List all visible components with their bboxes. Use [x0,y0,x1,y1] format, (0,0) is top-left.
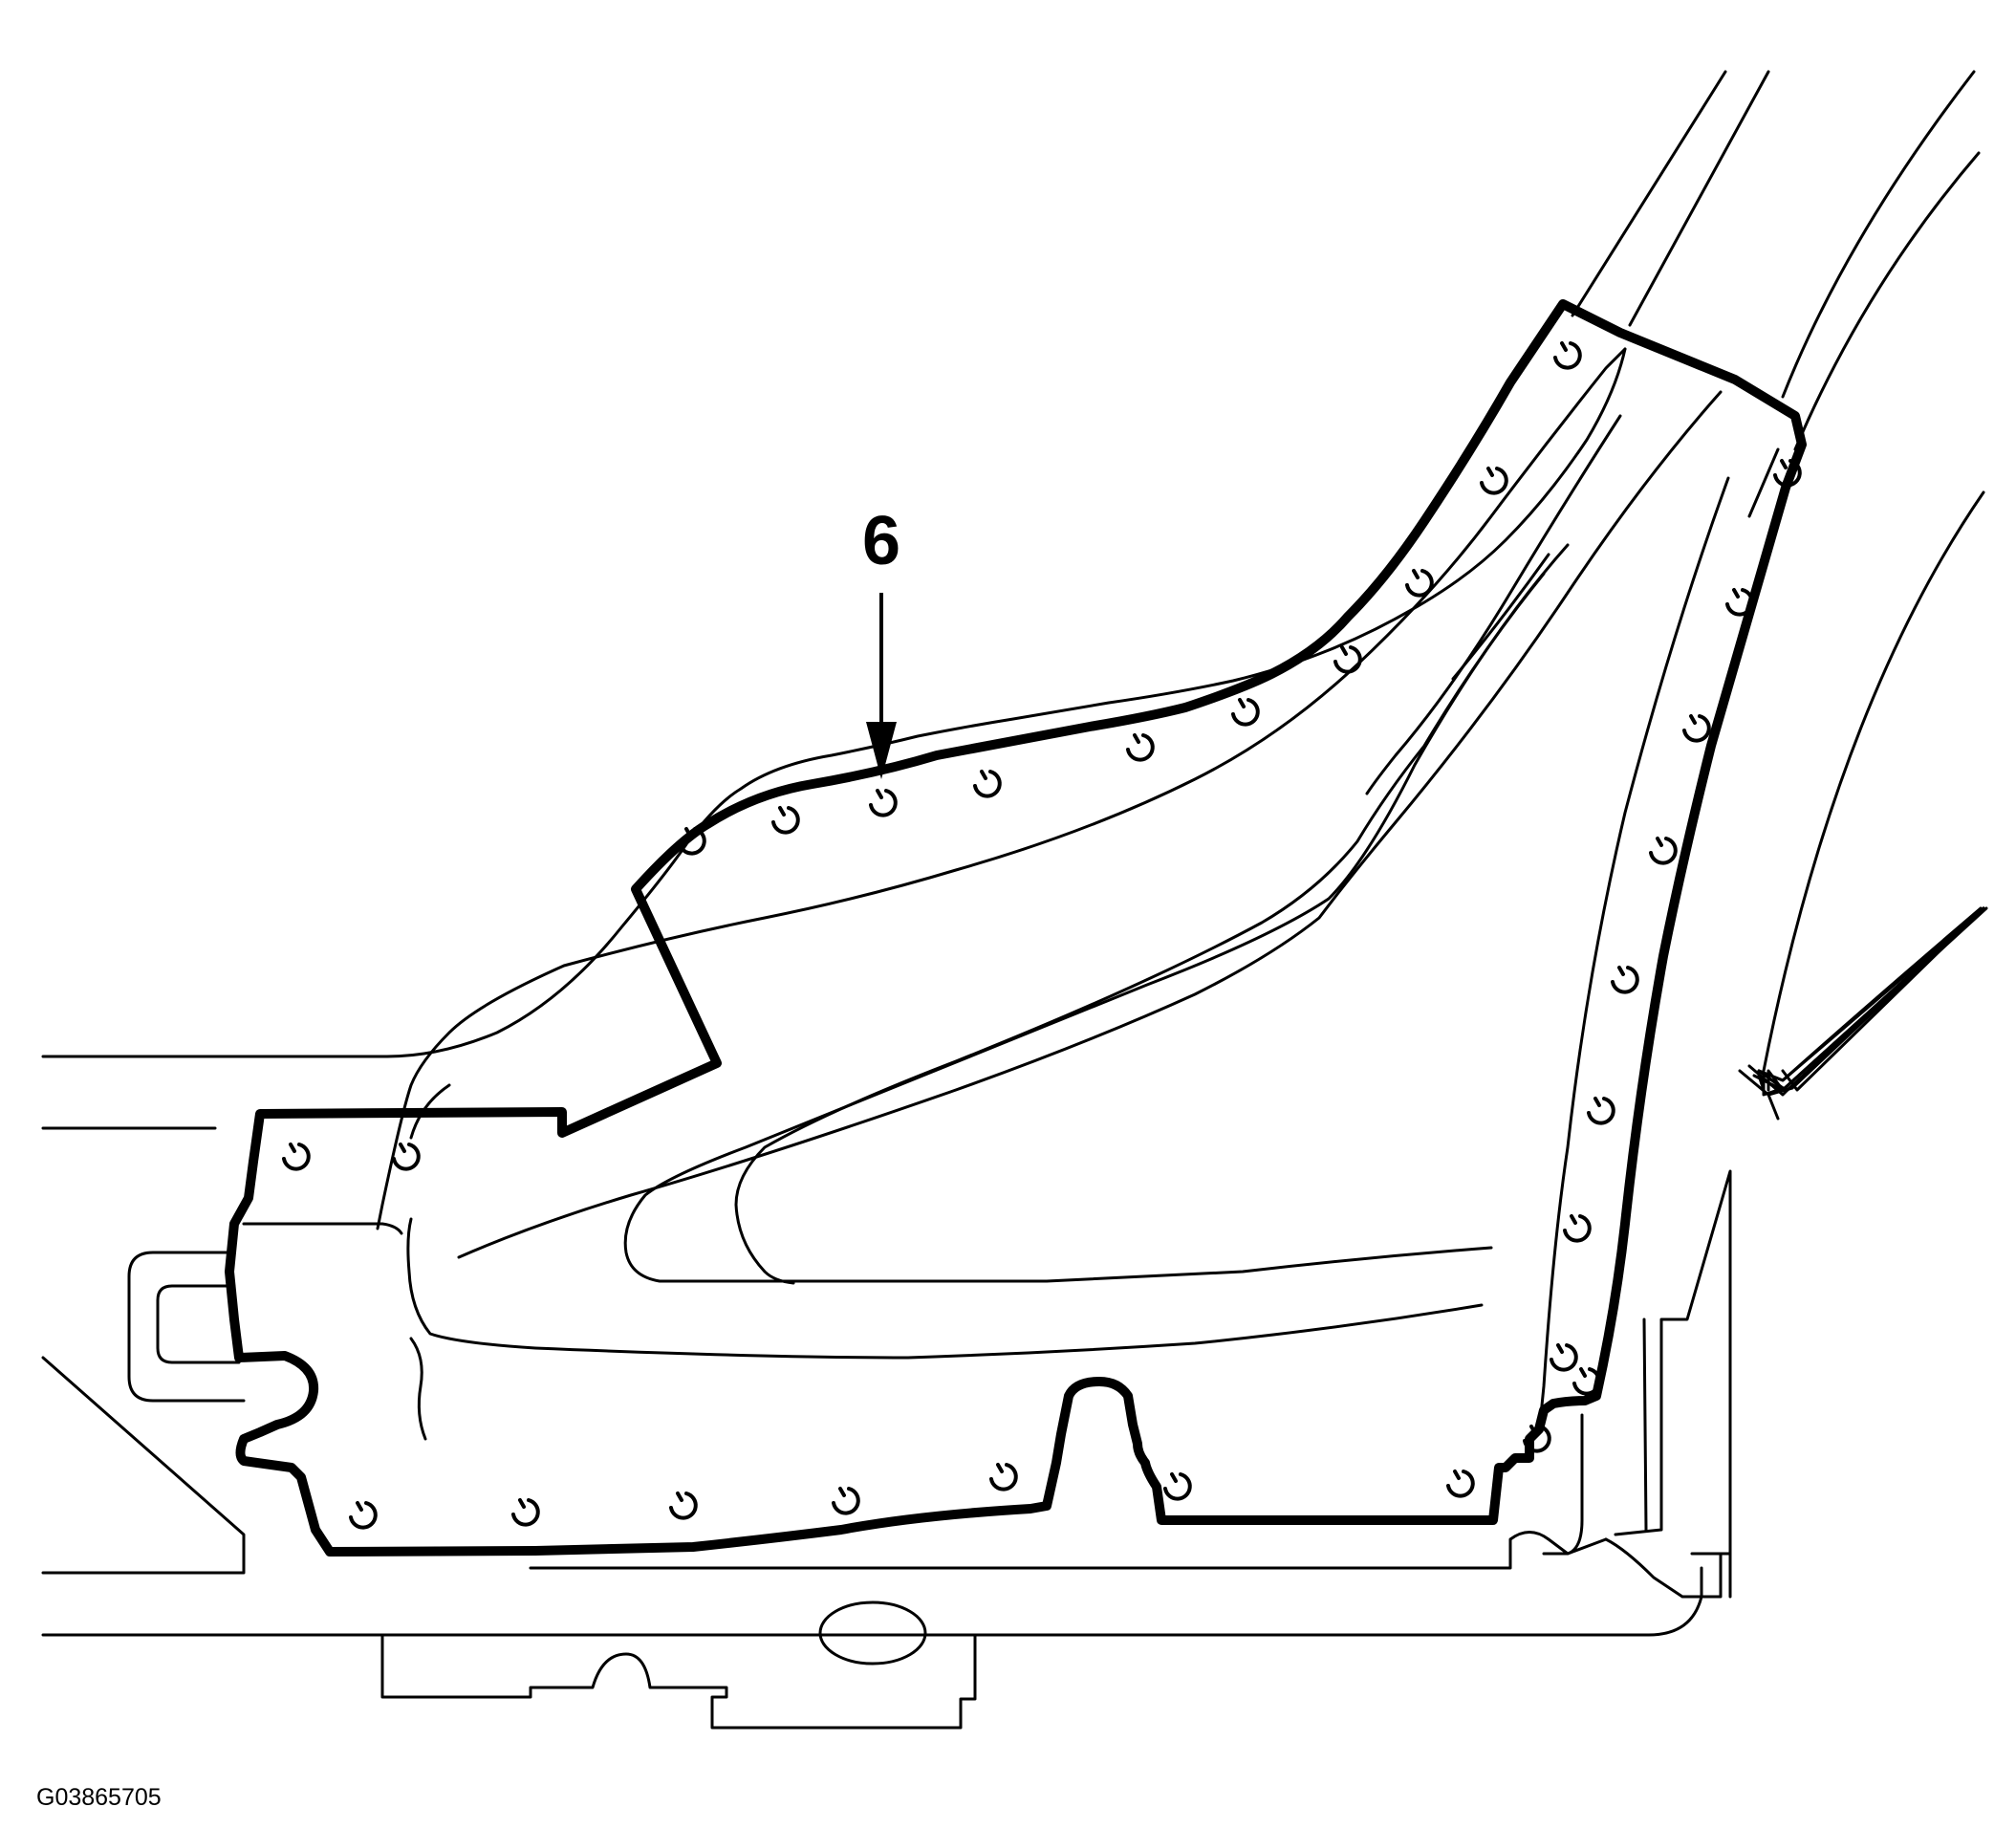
spot-weld-15 [1682,714,1711,743]
spot-weld-2 [1480,467,1508,495]
sill-bottom-line [41,1566,1703,1637]
pillar-vertical-2 [1642,1317,1648,1532]
spot-weld-29 [1523,1425,1551,1453]
spot-weld-5 [1231,698,1260,727]
spot-weld-3 [1405,569,1434,598]
right-pillar-inner-2 [1747,447,1780,518]
spot-weld-11 [282,1143,311,1171]
quarter-edge [1747,906,1985,1097]
sill-lower-line [41,1356,246,1575]
spot-weld-8 [869,789,898,817]
inner-panel-line-1 [376,347,1627,1230]
spot-weld-20 [1550,1343,1578,1372]
spot-weld-23 [669,1492,698,1520]
inner-panel-line-3 [1365,414,1622,795]
pillar-outer-line-3 [1781,70,1976,399]
wheel-arch-line-1 [1762,490,1985,1073]
pillar-lower-inner [1614,1169,1732,1536]
pillar-outer-line-4 [1793,151,1981,451]
notch-v [1757,1074,1766,1092]
pillar-outer-line-1 [1571,70,1727,317]
sill-top-line [41,347,1627,1058]
spot-weld-6 [1126,733,1155,762]
spot-weld-24 [832,1487,860,1515]
sill-hole [818,1600,927,1666]
inner-panel-line-4 [1451,553,1550,681]
callout-label: 6 [862,503,900,579]
spot-weld-9 [771,806,800,835]
body-structure-lines [41,70,1988,1730]
spot-weld-10 [678,827,706,856]
spot-weld-12 [392,1143,421,1171]
triangle-outer [623,543,1570,1283]
callout-arrow-head [866,722,897,779]
sill-bracket [380,1633,977,1730]
outer-step-line [1738,1069,1780,1121]
spot-weld-19 [1563,1214,1592,1243]
spot-welds [282,341,1802,1530]
inner-panel-line-2 [457,390,1723,1259]
right-pillar-lower [1542,1413,1584,1556]
spot-weld-26 [1163,1472,1192,1501]
inner-left-line [409,1083,451,1140]
spot-weld-7 [973,770,1002,798]
pillar-outer-line-2 [1628,70,1770,327]
right-pillar-inner-1 [1539,476,1730,1417]
figure-code: G03865705 [36,1784,162,1811]
wheel-arch-line-2 [1757,906,1983,1082]
spot-weld-27 [1446,1470,1475,1498]
triangle-inner [734,572,1546,1285]
left-bracket-inner [242,1222,403,1235]
spot-weld-17 [1611,966,1639,994]
spot-weld-16 [1649,837,1678,865]
callout-6: 6 [862,503,900,779]
spot-weld-18 [1587,1097,1615,1125]
sill-inner-bottom [529,1531,1608,1570]
spot-weld-21 [349,1501,378,1530]
left-tab-inner [156,1284,241,1364]
left-tab-outer [127,1251,246,1403]
spot-weld-13 [1773,459,1802,488]
spot-weld-25 [989,1463,1018,1492]
replacement-panel-outline [225,299,1807,1557]
spot-weld-28 [1572,1367,1601,1396]
pillar-lower-edge [1604,1303,1732,1599]
spot-weld-1 [1553,341,1582,370]
upper-right-ledge [1757,906,1985,1082]
spot-weld-4 [1333,645,1362,674]
spot-weld-22 [511,1498,540,1527]
spot-weld-14 [1725,588,1754,617]
lower-inner-line [406,1217,1484,1360]
small-notch [1762,1074,1786,1097]
inner-crack-line [409,1337,427,1441]
